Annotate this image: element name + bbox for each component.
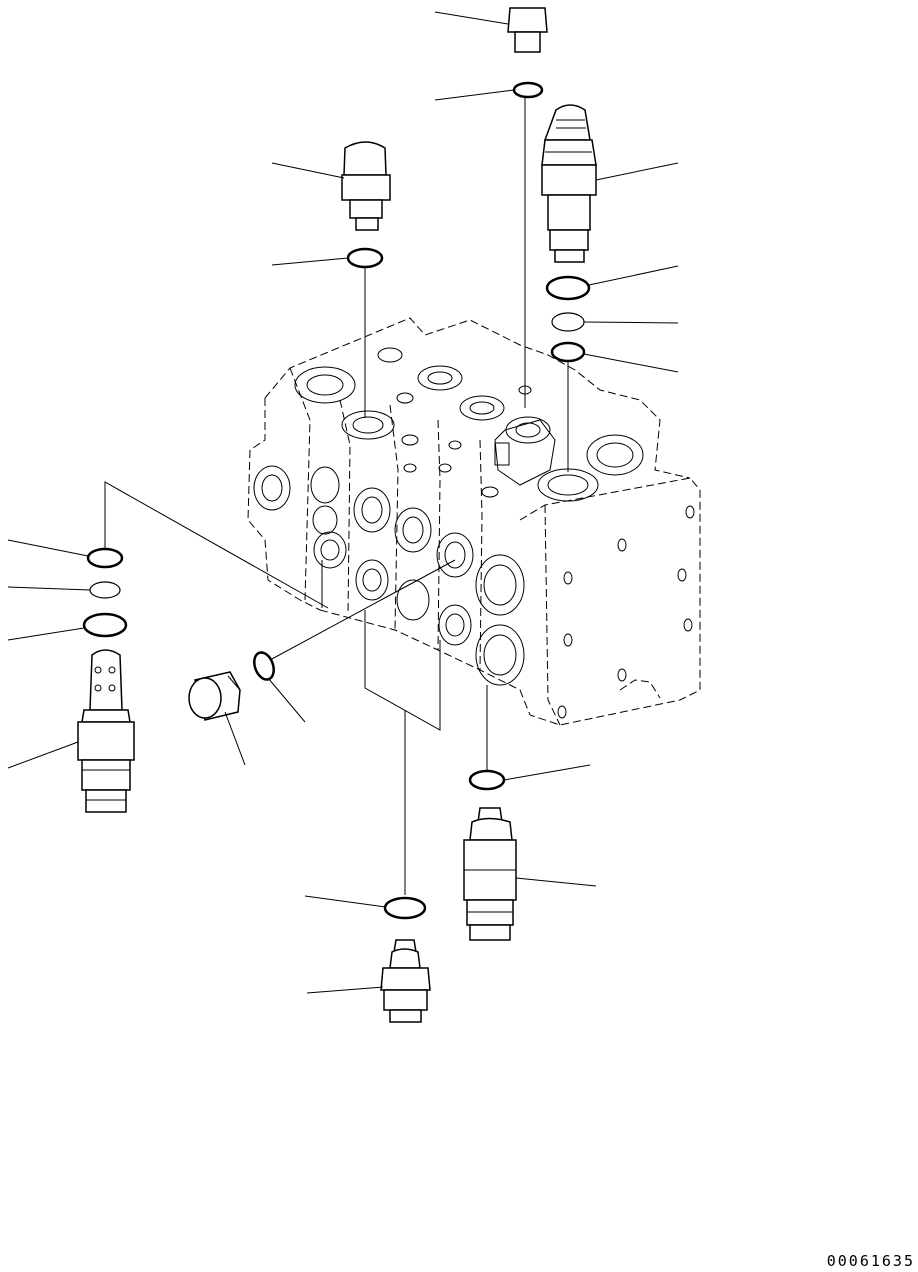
o-ring-upper-left xyxy=(271,247,384,418)
relief-valve-upper xyxy=(541,104,679,263)
side-plug xyxy=(188,671,246,766)
relief-valve-left xyxy=(7,649,135,813)
plug-upper-left xyxy=(271,141,391,231)
top-plug xyxy=(434,7,548,53)
check-valve-bottom xyxy=(306,939,431,1023)
o-ring-bottom xyxy=(304,895,427,920)
suction-valve xyxy=(463,807,597,941)
o-ring-middle xyxy=(253,559,456,723)
o-ring-right-2 xyxy=(550,341,679,472)
figure-code: 00061635 xyxy=(826,1252,915,1270)
o-ring-bottom-right xyxy=(468,685,591,791)
backup-ring-right xyxy=(551,312,679,332)
o-ring-left-2 xyxy=(7,612,128,641)
backup-ring-left xyxy=(7,581,121,599)
o-ring-right-1 xyxy=(545,265,679,301)
o-ring-top xyxy=(434,81,544,408)
control-valve-body xyxy=(247,317,701,726)
